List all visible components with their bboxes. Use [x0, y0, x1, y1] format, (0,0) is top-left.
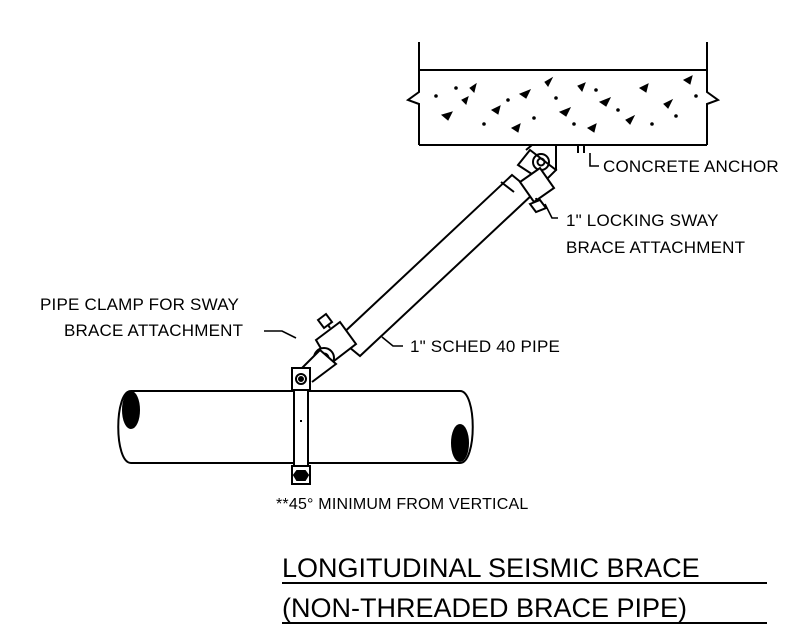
label-sway-brace-line1: 1" LOCKING SWAY [566, 211, 719, 230]
label-brace-pipe: 1" SCHED 40 PIPE [410, 337, 560, 356]
label-sway-brace-line2: BRACE ATTACHMENT [566, 238, 745, 257]
leader-lines [264, 153, 599, 347]
sway-brace-collar [518, 166, 556, 214]
brace-pipe [336, 173, 536, 358]
title-line1: LONGITUDINAL SEISMIC BRACE [282, 553, 700, 583]
lower-clamp-attachment [297, 312, 358, 383]
concrete-slab [405, 42, 721, 146]
label-concrete-anchor: CONCRETE ANCHOR [603, 157, 779, 176]
title-line2: (NON-THREADED BRACE PIPE) [282, 593, 687, 623]
label-pipe-clamp-line2: BRACE ATTACHMENT [64, 321, 243, 340]
label-pipe-clamp-line1: PIPE CLAMP FOR SWAY [40, 295, 239, 314]
concrete-anchor [574, 144, 590, 153]
pipe-clamp-strap [291, 367, 311, 485]
concrete-aggregate [434, 75, 698, 133]
label-min-angle: **45° MINIMUM FROM VERTICAL [276, 496, 528, 513]
